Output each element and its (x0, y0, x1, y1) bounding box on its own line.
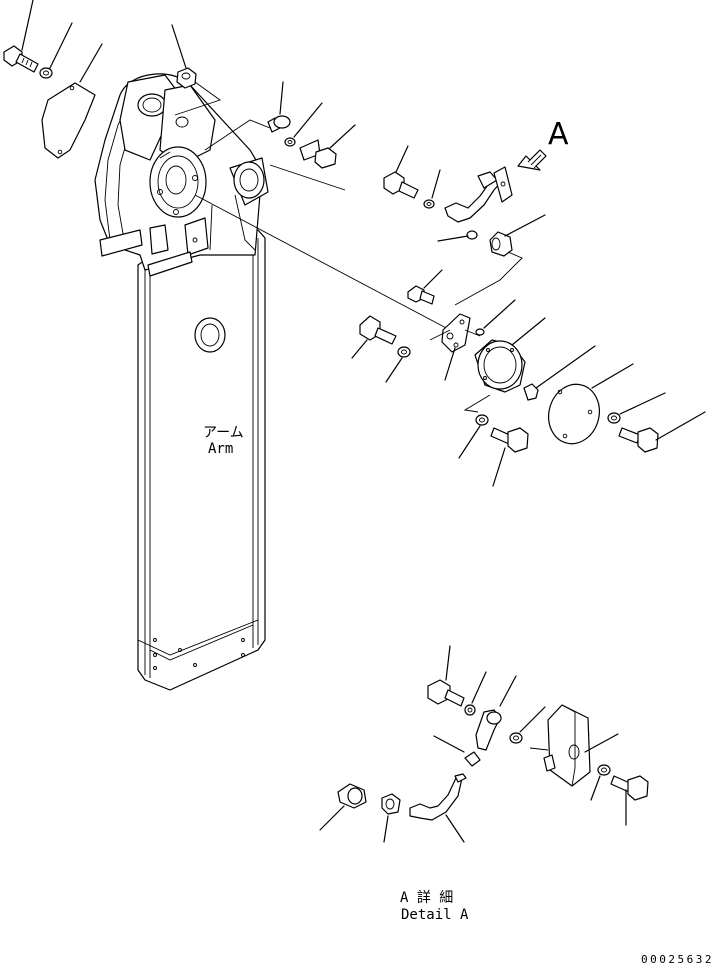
washer-a-side (423, 169, 441, 209)
arm-boss-left (149, 146, 207, 218)
cover-plate-small (41, 82, 96, 159)
clamp-upper (204, 81, 291, 151)
bolt-bottom-mid (490, 427, 529, 487)
arm-boss-right (233, 161, 265, 199)
arm-assembly: アーム Arm (94, 73, 269, 691)
washer-upper (284, 102, 323, 147)
detail-label-en: Detail A (401, 907, 469, 923)
detail-pipe (409, 773, 467, 843)
bolt-a-side (383, 145, 419, 199)
detail-washer-2 (509, 706, 546, 744)
arm-body (137, 229, 266, 691)
view-direction-arrow-icon (517, 149, 547, 171)
detail-a-group: A 詳 細 Detail A (319, 645, 649, 923)
nut-top (171, 24, 221, 116)
detail-bolt-right (610, 775, 649, 826)
washer-right (607, 392, 666, 424)
arm-label-en: Arm (208, 441, 233, 457)
detail-washer-1 (464, 671, 487, 716)
bushing-mid (454, 214, 546, 306)
leader-plate (79, 43, 103, 83)
detail-washer-3 (590, 764, 611, 801)
detail-nut (381, 793, 401, 843)
bolt-left-mid (351, 315, 397, 359)
detail-elbow (475, 675, 517, 751)
grease-nipple (523, 345, 596, 401)
washer-left-mid (385, 329, 451, 383)
washer-top-left (39, 22, 73, 79)
bolt-pin (407, 269, 443, 305)
bolt-top-left (3, 0, 39, 73)
grease-pipe (444, 166, 513, 223)
view-marker-label: A (548, 117, 569, 152)
assembly-line-main (194, 194, 451, 331)
washer-mid (437, 230, 478, 242)
washer-bottom-mid (458, 394, 491, 459)
o-ring-small (475, 299, 516, 336)
link-plate (441, 313, 481, 381)
arm-label-jp: アーム (203, 425, 244, 441)
detail-small-fitting (433, 735, 481, 767)
detail-sleeve (319, 783, 367, 831)
bolt-far-right (618, 411, 706, 453)
bolt-upper (299, 124, 356, 169)
round-cover (548, 363, 634, 445)
detail-bolt (427, 645, 465, 707)
detail-label-jp: A 詳 細 (400, 890, 453, 906)
drawing-number: 00025632 (641, 953, 714, 966)
detail-block (529, 704, 619, 787)
cap-disc (474, 317, 546, 393)
